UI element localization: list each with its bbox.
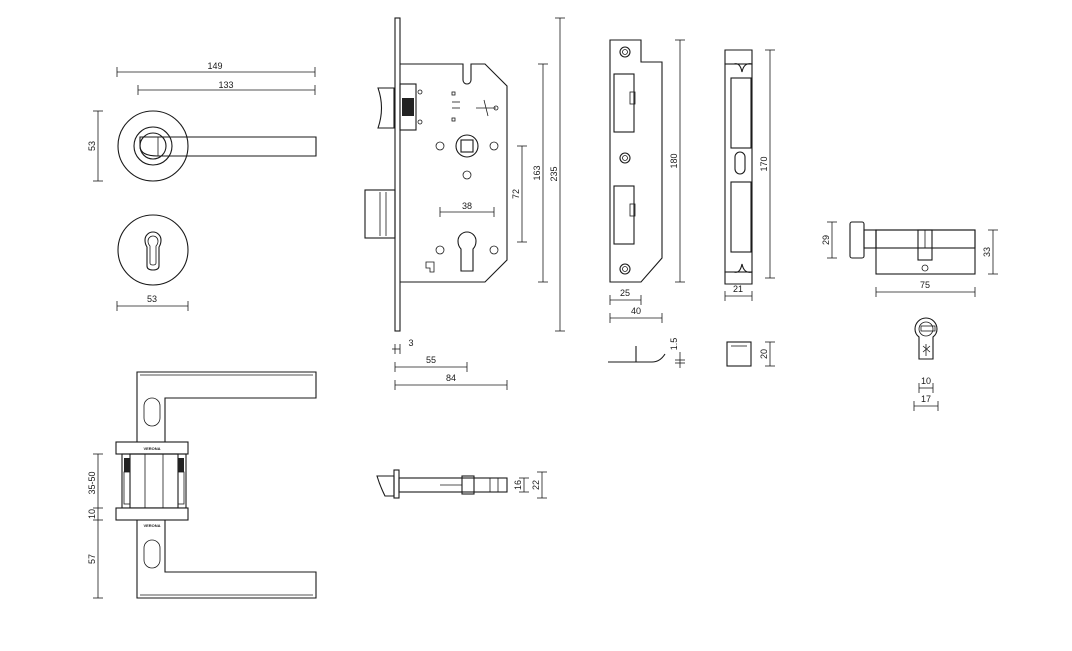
dim-180-text: 180 [669, 153, 679, 168]
dim-1-5-text: 1.5 [669, 338, 679, 351]
dim-10-text: 10 [87, 509, 97, 519]
dim-lock-38: 38 [439, 201, 495, 217]
dim-235-text: 235 [549, 166, 559, 181]
dim-72-text: 72 [511, 189, 521, 199]
dim-16-text: 16 [513, 480, 523, 490]
keeper-box-view: 20 [726, 341, 775, 367]
mortise-lock-view [364, 17, 508, 332]
dim-163-text: 163 [532, 165, 542, 180]
dim-35-50-text: 35-50 [87, 471, 97, 494]
strike-plate-view [609, 39, 663, 283]
cylinder-profile-view [914, 317, 938, 360]
latch-side-view [376, 469, 508, 499]
dim-17-text: 17 [921, 394, 931, 404]
strike-side-view: 1.5 [608, 338, 685, 368]
dim-22-text: 22 [531, 480, 541, 490]
dim-3-text: 3 [408, 338, 413, 348]
dim-33-text: 33 [982, 247, 992, 257]
brand-mark-lower: VERONA [143, 523, 160, 528]
dim-149-text: 149 [207, 61, 222, 71]
dim-rose-height: 53 [87, 110, 103, 182]
dim-20-text: 20 [759, 349, 769, 359]
dim-21-text: 21 [733, 284, 743, 294]
dim-handle-vertical: 35-50 10 57 [87, 453, 103, 599]
dim-29-text: 29 [821, 235, 831, 245]
key-mark-icon [922, 344, 931, 356]
dim-57-text: 57 [87, 554, 97, 564]
dim-lock-72: 72 [511, 145, 527, 243]
dim-53-height-text: 53 [87, 141, 97, 151]
dim-rose-inner: 133 [137, 80, 316, 95]
dim-strike: 180 25 40 [609, 39, 685, 323]
dim-latch: 16 22 [513, 471, 547, 499]
dim-lock-235: 235 [549, 17, 565, 332]
dim-cylinder: 29 33 75 [821, 221, 998, 297]
dim-keeper: 170 21 [724, 49, 775, 301]
dim-25-text: 25 [620, 288, 630, 298]
dim-lock-horizontal: 3 55 84 [392, 338, 508, 390]
brand-mark-upper: VERONA [143, 446, 160, 451]
dim-38-text: 38 [462, 201, 472, 211]
keeper-view [724, 49, 753, 285]
dim-55-text: 55 [426, 355, 436, 365]
dim-75-text: 75 [920, 280, 930, 290]
dim-84-text: 84 [446, 373, 456, 383]
dim-53-width-text: 53 [147, 294, 157, 304]
dim-cylinder-profile: 10 17 [913, 376, 939, 411]
dim-lock-163: 163 [532, 63, 548, 283]
dim-escutcheon-width: 53 [116, 294, 189, 311]
spindle-mark-icon [476, 99, 499, 117]
cylinder-side-view [849, 221, 976, 275]
dim-rose-length: 149 [116, 61, 316, 77]
rose-handle-view [117, 110, 317, 182]
escutcheon-view [117, 214, 189, 286]
handle-side-view: VERONA VERONA [115, 371, 317, 599]
dim-170-text: 170 [759, 156, 769, 171]
dim-10-cam-text: 10 [921, 376, 931, 386]
dim-40-text: 40 [631, 306, 641, 316]
dim-133-text: 133 [218, 80, 233, 90]
